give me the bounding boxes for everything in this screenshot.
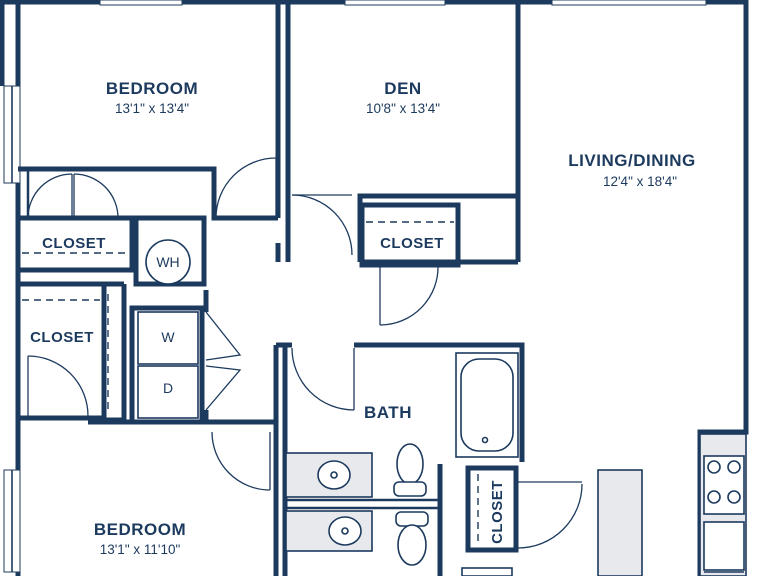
bedroom1-dims: 13'1" x 13'4": [115, 101, 189, 116]
bedroom2-title: BEDROOM: [94, 520, 186, 539]
bedroom1-walls: [18, 2, 281, 262]
closet-hall-label: CLOSET: [30, 329, 94, 346]
closet-bedroom1-label: CLOSET: [42, 235, 106, 252]
vanity-1: [285, 452, 373, 498]
windows: [3, 0, 707, 573]
closet-den-label: CLOSET: [380, 235, 444, 252]
bedroom1-door[interactable]: [215, 157, 277, 219]
water-heater-label: WH: [156, 254, 179, 270]
kitchen-counter: [697, 425, 749, 576]
den-dims: 10'8" x 13'4": [366, 101, 440, 116]
living-dims: 12'4" x 18'4": [603, 174, 677, 189]
closet-den: [359, 202, 461, 326]
exterior-walls: [0, 0, 749, 576]
closet-bedroom1: [18, 173, 135, 273]
bedroom1-title: BEDROOM: [106, 79, 198, 98]
laundry-closet: [88, 284, 276, 425]
washer-label: W: [161, 329, 175, 345]
closet-hall: [18, 281, 124, 421]
closet-bath-label: CLOSET: [489, 480, 506, 544]
kitchen-island: [597, 469, 643, 576]
den-title: DEN: [384, 79, 421, 98]
bedroom2-dims: 13'1" x 11'10": [100, 542, 181, 557]
vanity-2: [285, 510, 373, 552]
dryer-label: D: [163, 380, 173, 396]
living-title: LIVING/DINING: [568, 151, 695, 170]
toilet-2: [395, 511, 429, 566]
toilet-1: [393, 443, 427, 497]
bedroom2-door[interactable]: [211, 431, 271, 491]
bath-walls: [273, 342, 525, 576]
closet-bath: [465, 465, 583, 553]
bathtub: [455, 352, 519, 458]
water-heater: [133, 215, 207, 287]
den-door[interactable]: [290, 194, 353, 256]
bath-door[interactable]: [291, 347, 355, 411]
bath-title: BATH: [364, 403, 412, 422]
den-walls: [285, 2, 521, 265]
